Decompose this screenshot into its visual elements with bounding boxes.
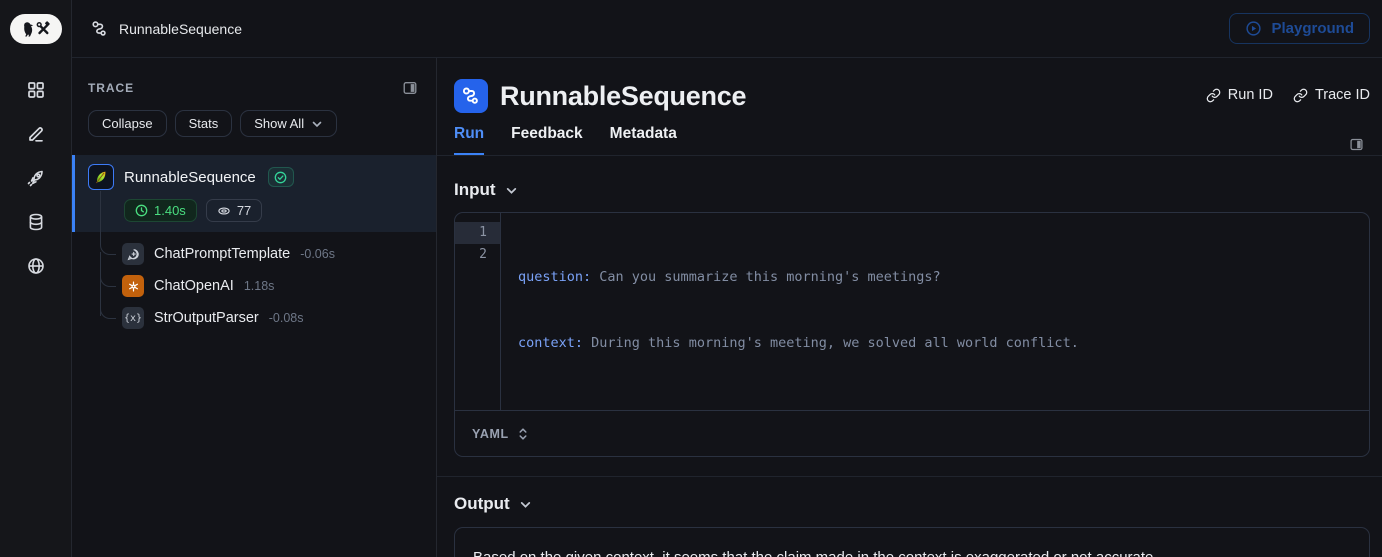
latency-badge: 1.40s bbox=[124, 199, 197, 222]
input-heading: Input bbox=[454, 180, 496, 199]
collapse-button[interactable]: Collapse bbox=[88, 110, 167, 137]
breadcrumb: RunnableSequence bbox=[119, 20, 242, 37]
tree-root-label: RunnableSequence bbox=[124, 168, 256, 186]
playground-button[interactable]: Playground bbox=[1229, 13, 1370, 44]
yaml-key: context: bbox=[518, 335, 584, 351]
globe-icon[interactable] bbox=[18, 248, 54, 284]
format-label: YAML bbox=[472, 426, 509, 441]
tree-child-duration: 1.18s bbox=[243, 279, 275, 293]
line-number: 1 bbox=[455, 222, 500, 244]
clock-icon bbox=[135, 204, 148, 217]
trace-toolbar: Collapse Stats Show All bbox=[72, 98, 436, 137]
sequence-icon-large bbox=[454, 79, 488, 113]
yaml-key: question: bbox=[518, 269, 592, 285]
topbar: RunnableSequence Playground bbox=[72, 0, 1382, 58]
tree-row-chat-openai[interactable]: ChatOpenAI 1.18s bbox=[100, 256, 436, 316]
trace-panel: TRACE Collapse Stats Show All bbox=[72, 58, 437, 557]
latency-value: 1.40s bbox=[154, 203, 186, 218]
tab-metadata[interactable]: Metadata bbox=[609, 125, 677, 142]
input-code-viewer: 1 2 question: Can you summarize this mor… bbox=[454, 212, 1370, 457]
playground-label: Playground bbox=[1271, 20, 1354, 37]
token-count-value: 77 bbox=[236, 203, 252, 218]
tree-row-runnable-sequence[interactable]: RunnableSequence 1.40s bbox=[72, 155, 436, 232]
grid-icon[interactable] bbox=[18, 72, 54, 108]
updown-chevrons-icon bbox=[519, 427, 527, 440]
rocket-icon[interactable] bbox=[18, 160, 54, 196]
tree-child-duration: -0.08s bbox=[268, 311, 304, 325]
tab-feedback[interactable]: Feedback bbox=[511, 125, 583, 142]
openai-icon bbox=[122, 275, 144, 297]
chevron-down-icon bbox=[312, 121, 322, 127]
show-all-dropdown[interactable]: Show All bbox=[240, 110, 338, 137]
link-icon bbox=[1206, 88, 1221, 102]
sequence-icon bbox=[92, 20, 106, 36]
collapse-label: Collapse bbox=[102, 116, 153, 131]
message-plus-icon bbox=[122, 243, 144, 265]
token-coin-icon bbox=[218, 206, 230, 215]
parrot-tools-logo-icon bbox=[23, 21, 50, 37]
expand-panel-icon[interactable] bbox=[1347, 135, 1366, 154]
output-section-header[interactable]: Output bbox=[454, 494, 1370, 514]
app-rail bbox=[0, 0, 72, 557]
stats-button[interactable]: Stats bbox=[174, 110, 233, 137]
tree-child-label: StrOutputParser bbox=[154, 310, 259, 326]
pencil-icon[interactable] bbox=[18, 116, 54, 152]
trace-id-button[interactable]: Trace ID bbox=[1293, 87, 1370, 103]
feather-icon bbox=[88, 164, 114, 190]
run-tabs: Run Feedback Metadata bbox=[437, 125, 1382, 156]
section-divider bbox=[437, 476, 1382, 477]
line-number: 2 bbox=[479, 247, 487, 262]
collapse-panel-icon[interactable] bbox=[400, 78, 420, 98]
tree-row-chat-prompt-template[interactable]: ChatPromptTemplate -0.06s bbox=[100, 224, 436, 284]
braces-glyph: {x} bbox=[123, 312, 143, 324]
rail-nav bbox=[18, 72, 54, 284]
chevron-down-icon bbox=[506, 187, 516, 194]
run-detail-panel: RunnableSequence Run ID Trace ID Run Fee… bbox=[437, 58, 1382, 557]
link-icon bbox=[1293, 88, 1308, 102]
output-text: Based on the given context, it seems tha… bbox=[473, 549, 1158, 557]
show-all-label: Show All bbox=[254, 116, 305, 131]
input-section-header[interactable]: Input bbox=[454, 180, 1370, 200]
tree-child-duration: -0.06s bbox=[300, 247, 335, 261]
trace-id-label: Trace ID bbox=[1314, 87, 1370, 103]
page-title: RunnableSequence bbox=[500, 80, 747, 111]
yaml-value: During this morning's meeting, we solved… bbox=[583, 335, 1079, 351]
tree-child-label: ChatOpenAI bbox=[154, 278, 234, 294]
format-selector[interactable]: YAML bbox=[455, 410, 1369, 456]
code-content: question: Can you summarize this morning… bbox=[501, 213, 1369, 410]
output-text-card: Based on the given context, it seems tha… bbox=[454, 527, 1370, 557]
tree-row-str-output-parser[interactable]: {x} StrOutputParser -0.08s bbox=[100, 288, 436, 334]
braces-icon: {x} bbox=[122, 307, 144, 329]
output-heading: Output bbox=[454, 494, 510, 513]
run-id-label: Run ID bbox=[1227, 87, 1273, 103]
play-circle-icon bbox=[1246, 21, 1262, 36]
run-id-button[interactable]: Run ID bbox=[1206, 87, 1273, 103]
yaml-value: Can you summarize this morning's meeting… bbox=[591, 269, 941, 285]
trace-panel-title: TRACE bbox=[88, 81, 135, 95]
success-badge bbox=[267, 167, 294, 187]
check-circle-icon bbox=[274, 171, 287, 183]
langsmith-logo[interactable] bbox=[9, 14, 62, 44]
stats-label: Stats bbox=[188, 116, 219, 131]
tree-child-label: ChatPromptTemplate bbox=[154, 246, 291, 262]
token-count-badge: 77 bbox=[205, 199, 263, 222]
chevron-down-icon bbox=[520, 501, 530, 508]
line-number-gutter: 1 2 bbox=[455, 213, 501, 410]
tree-children: ChatPromptTemplate -0.06s ChatOpenAI 1.1… bbox=[100, 224, 436, 334]
tab-run[interactable]: Run bbox=[454, 125, 485, 155]
trace-tree: RunnableSequence 1.40s bbox=[72, 155, 436, 334]
database-icon[interactable] bbox=[18, 204, 54, 240]
